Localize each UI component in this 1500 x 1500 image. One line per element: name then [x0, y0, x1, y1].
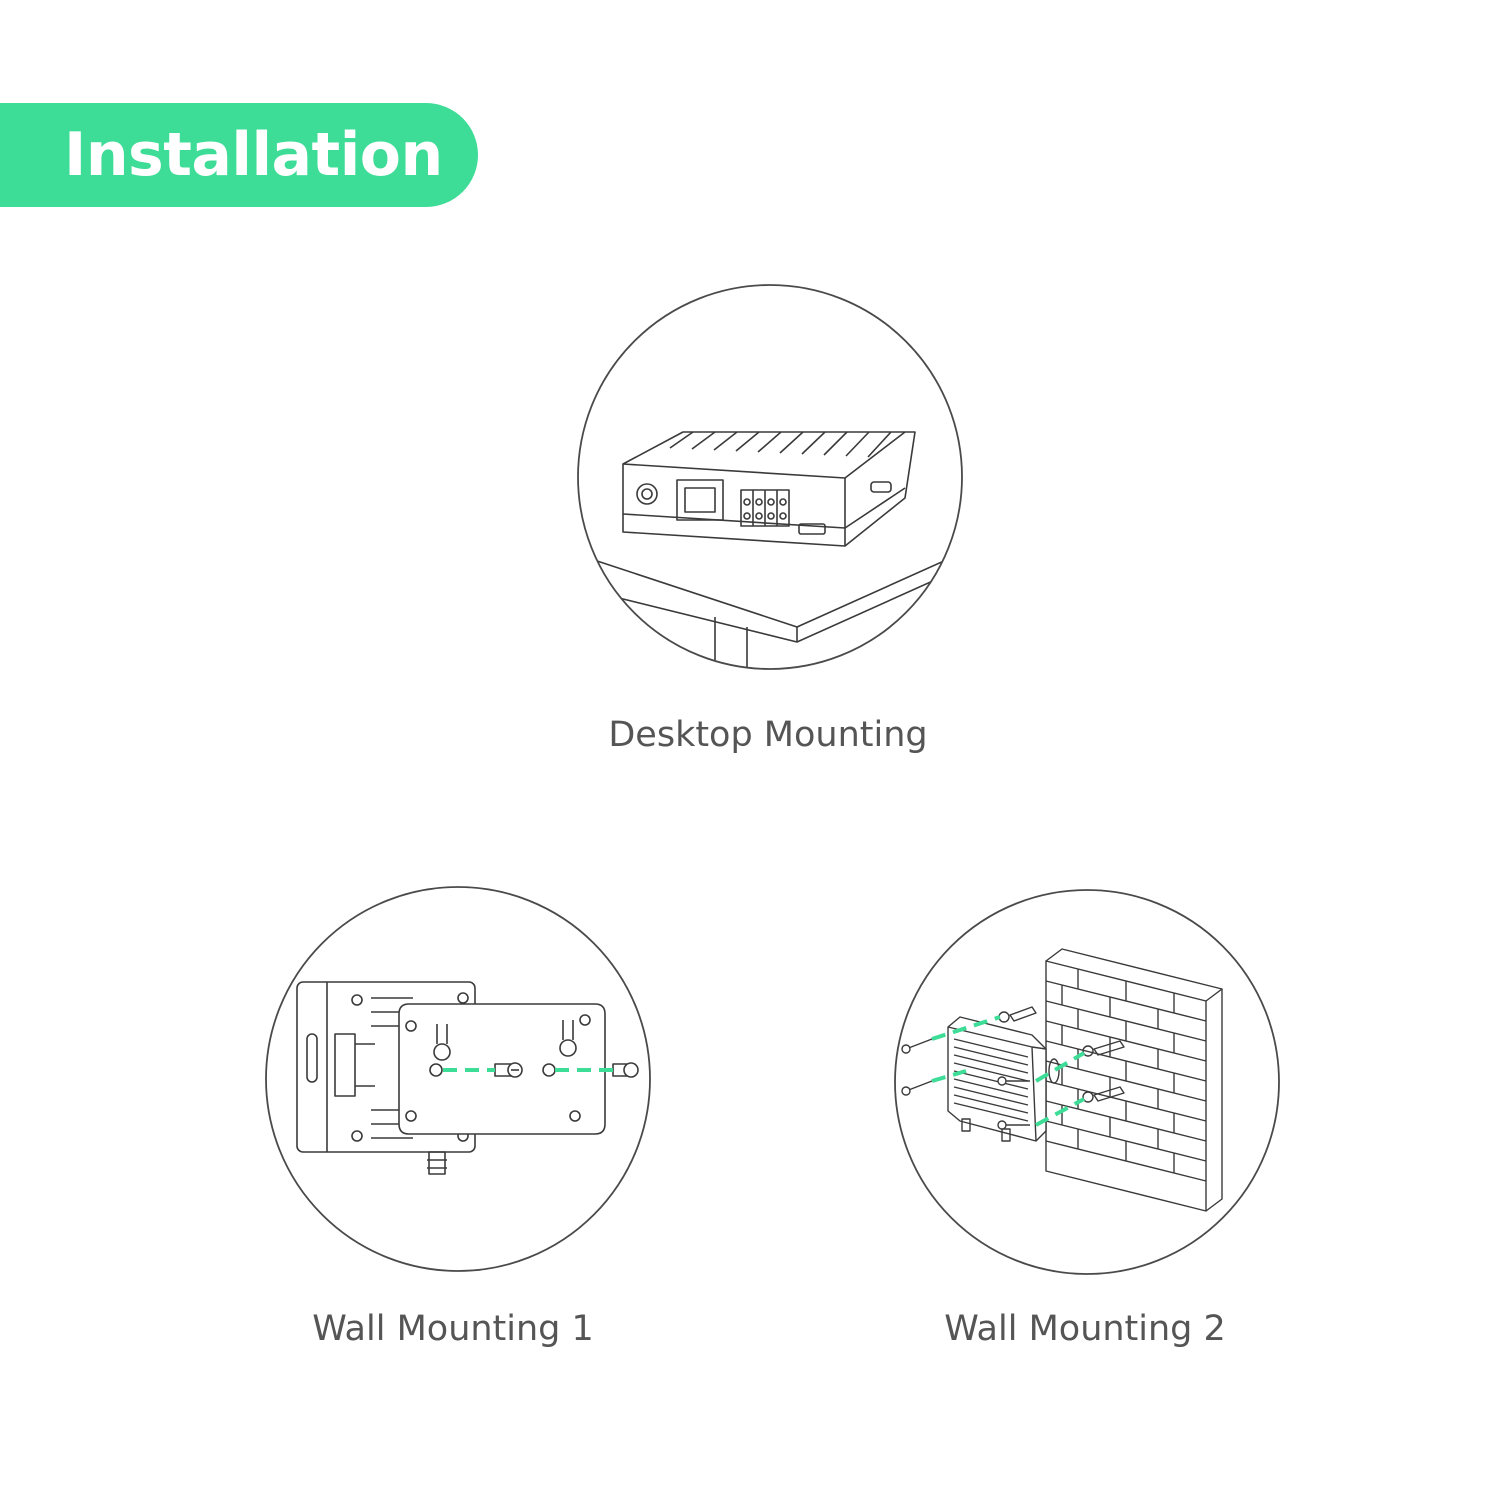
guide-lines: [931, 1015, 1086, 1127]
desktop-mounting-caption: Desktop Mounting: [608, 715, 928, 755]
wall-mounting-2-caption: Wall Mounting 2: [944, 1309, 1226, 1349]
wall-mounting-1-panel: [263, 884, 653, 1274]
wall-mounting-1-illustration: [265, 886, 651, 1272]
section-title: Installation: [64, 120, 443, 190]
desktop-mounting-illustration: [577, 284, 963, 670]
screws-and-anchors: [901, 1006, 1125, 1130]
section-banner: Installation: [0, 103, 478, 207]
brick-wall: [1045, 948, 1223, 1212]
wall-mounting-1-caption: Wall Mounting 1: [312, 1309, 594, 1349]
frame-circle: [577, 284, 963, 670]
frame-circle: [894, 889, 1280, 1275]
wall-mounting-2-panel: [892, 887, 1282, 1277]
gateway-device: [622, 431, 916, 547]
frame-circle: [265, 886, 651, 1272]
wall-mounting-2-illustration: [894, 889, 1280, 1275]
mounting-plate: [398, 1003, 606, 1135]
desktop-mounting-panel: [575, 282, 965, 672]
